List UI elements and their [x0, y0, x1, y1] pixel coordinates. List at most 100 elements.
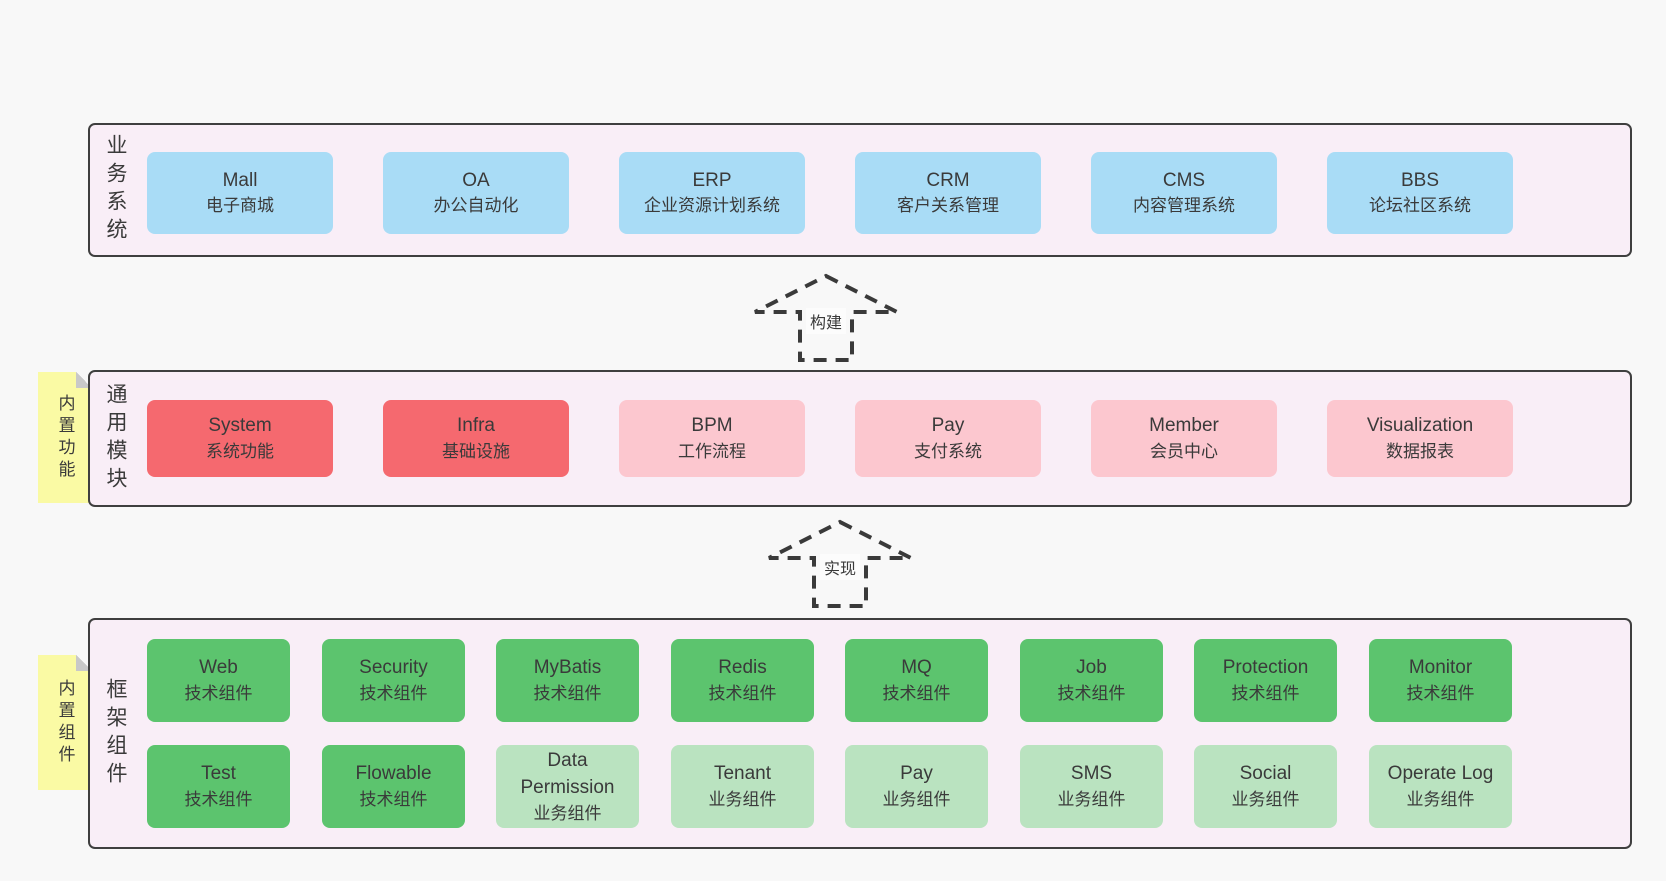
box-title: Visualization	[1366, 415, 1474, 437]
box-monitor: Monitor 技术组件	[1369, 639, 1512, 722]
box-subtitle: 业务组件	[533, 803, 602, 823]
box-title: MQ	[901, 657, 932, 679]
box-title: Protection	[1222, 657, 1309, 679]
arrow-up-build: 构建	[751, 272, 901, 364]
box-title: OA	[462, 169, 490, 191]
box-subtitle: 技术组件	[184, 789, 253, 809]
box-subtitle: 论坛社区系统	[1369, 196, 1471, 216]
box-title: Job	[1076, 657, 1107, 679]
box-infra: Infra 基础设施	[383, 400, 569, 477]
box-bpm: BPM 工作流程	[619, 400, 805, 477]
box-title: BBS	[1400, 169, 1440, 191]
box-title: Test	[201, 763, 236, 785]
box-flowable: Flowable 技术组件	[322, 745, 465, 828]
section-label-framework-components: 框架组件	[104, 677, 127, 790]
sticky-note-text: 内置功能	[55, 393, 75, 482]
sticky-note-builtin-components: 内置组件	[38, 655, 92, 790]
box-operate-log: Operate Log 业务组件	[1369, 745, 1512, 828]
box-system: System 系统功能	[147, 400, 333, 477]
box-web: Web 技术组件	[147, 639, 290, 722]
section-label-common-modules: 通用模块	[104, 382, 127, 495]
box-title: Tenant	[713, 763, 772, 785]
arrow-label: 构建	[805, 308, 847, 334]
panel-framework-components: 框架组件 Web 技术组件 Security 技术组件 MyBatis 技术组件…	[88, 618, 1632, 849]
box-cms: CMS 内容管理系统	[1091, 152, 1277, 234]
box-subtitle: 支付系统	[914, 441, 982, 461]
box-title: Pay	[900, 763, 933, 785]
box-pay-module: Pay 支付系统	[855, 400, 1041, 477]
sticky-note-builtin-features: 内置功能	[38, 372, 92, 503]
box-social: Social 业务组件	[1194, 745, 1337, 828]
box-title: CRM	[926, 169, 970, 191]
box-sms: SMS 业务组件	[1020, 745, 1163, 828]
box-title: Flowable	[355, 763, 432, 785]
box-title: Pay	[931, 415, 965, 437]
box-erp: ERP 企业资源计划系统	[619, 152, 805, 234]
box-title: Operate Log	[1387, 763, 1494, 785]
box-subtitle: 技术组件	[1057, 683, 1126, 703]
box-subtitle: 数据报表	[1386, 441, 1454, 461]
box-subtitle: 技术组件	[533, 683, 602, 703]
box-subtitle: 业务组件	[882, 789, 951, 809]
box-title: ERP	[692, 169, 732, 191]
box-title: Security	[359, 657, 428, 679]
box-pay-component: Pay 业务组件	[845, 745, 988, 828]
box-subtitle: 技术组件	[359, 683, 428, 703]
box-subtitle: 技术组件	[359, 789, 428, 809]
box-subtitle: 会员中心	[1150, 441, 1218, 461]
box-subtitle: 基础设施	[442, 441, 510, 461]
box-subtitle: 业务组件	[1231, 789, 1300, 809]
box-title: Data Permission	[520, 749, 615, 799]
box-title: Social	[1239, 763, 1292, 785]
box-title: SMS	[1070, 763, 1113, 785]
box-title: Monitor	[1408, 657, 1473, 679]
box-job: Job 技术组件	[1020, 639, 1163, 722]
box-crm: CRM 客户关系管理	[855, 152, 1041, 234]
box-subtitle: 业务组件	[708, 789, 777, 809]
box-subtitle: 电子商城	[206, 196, 274, 216]
box-subtitle: 技术组件	[1231, 683, 1300, 703]
box-subtitle: 业务组件	[1406, 789, 1475, 809]
box-subtitle: 业务组件	[1057, 789, 1126, 809]
section-label-business-systems: 业务系统	[104, 134, 127, 246]
box-mybatis: MyBatis 技术组件	[496, 639, 639, 722]
box-subtitle: 系统功能	[206, 441, 274, 461]
box-title: Redis	[718, 657, 767, 679]
box-subtitle: 内容管理系统	[1133, 196, 1235, 216]
box-title: Infra	[456, 415, 496, 437]
box-member: Member 会员中心	[1091, 400, 1277, 477]
box-title: MyBatis	[533, 657, 602, 679]
panel-business-systems: 业务系统 Mall 电子商城 OA 办公自动化 ERP 企业资源计划系统 CRM…	[88, 123, 1632, 257]
box-subtitle: 工作流程	[678, 441, 746, 461]
box-test: Test 技术组件	[147, 745, 290, 828]
box-subtitle: 办公自动化	[433, 196, 519, 216]
box-title: Mall	[222, 169, 258, 191]
panel-common-modules: 通用模块 System 系统功能 Infra 基础设施 BPM 工作流程 Pay…	[88, 370, 1632, 507]
box-mall: Mall 电子商城	[147, 152, 333, 234]
box-subtitle: 技术组件	[882, 683, 951, 703]
box-oa: OA 办公自动化	[383, 152, 569, 234]
box-title: System	[208, 415, 272, 437]
dashed-up-arrow-icon	[768, 519, 912, 608]
box-data-permission: Data Permission 业务组件	[496, 745, 639, 828]
box-redis: Redis 技术组件	[671, 639, 814, 722]
dashed-up-arrow-icon	[754, 273, 898, 362]
box-mq: MQ 技术组件	[845, 639, 988, 722]
box-subtitle: 企业资源计划系统	[644, 196, 780, 216]
box-visualization: Visualization 数据报表	[1327, 400, 1513, 477]
box-title: Member	[1149, 415, 1219, 437]
box-subtitle: 技术组件	[184, 683, 253, 703]
sticky-note-text: 内置组件	[55, 678, 75, 767]
box-subtitle: 客户关系管理	[897, 196, 999, 216]
box-subtitle: 技术组件	[1406, 683, 1475, 703]
arrow-label: 实现	[819, 554, 861, 580]
arrow-up-implement: 实现	[765, 518, 915, 610]
box-title: Web	[199, 657, 238, 679]
box-title: CMS	[1162, 169, 1206, 191]
box-title: BPM	[691, 415, 733, 437]
box-security: Security 技术组件	[322, 639, 465, 722]
box-subtitle: 技术组件	[708, 683, 777, 703]
box-tenant: Tenant 业务组件	[671, 745, 814, 828]
box-protection: Protection 技术组件	[1194, 639, 1337, 722]
